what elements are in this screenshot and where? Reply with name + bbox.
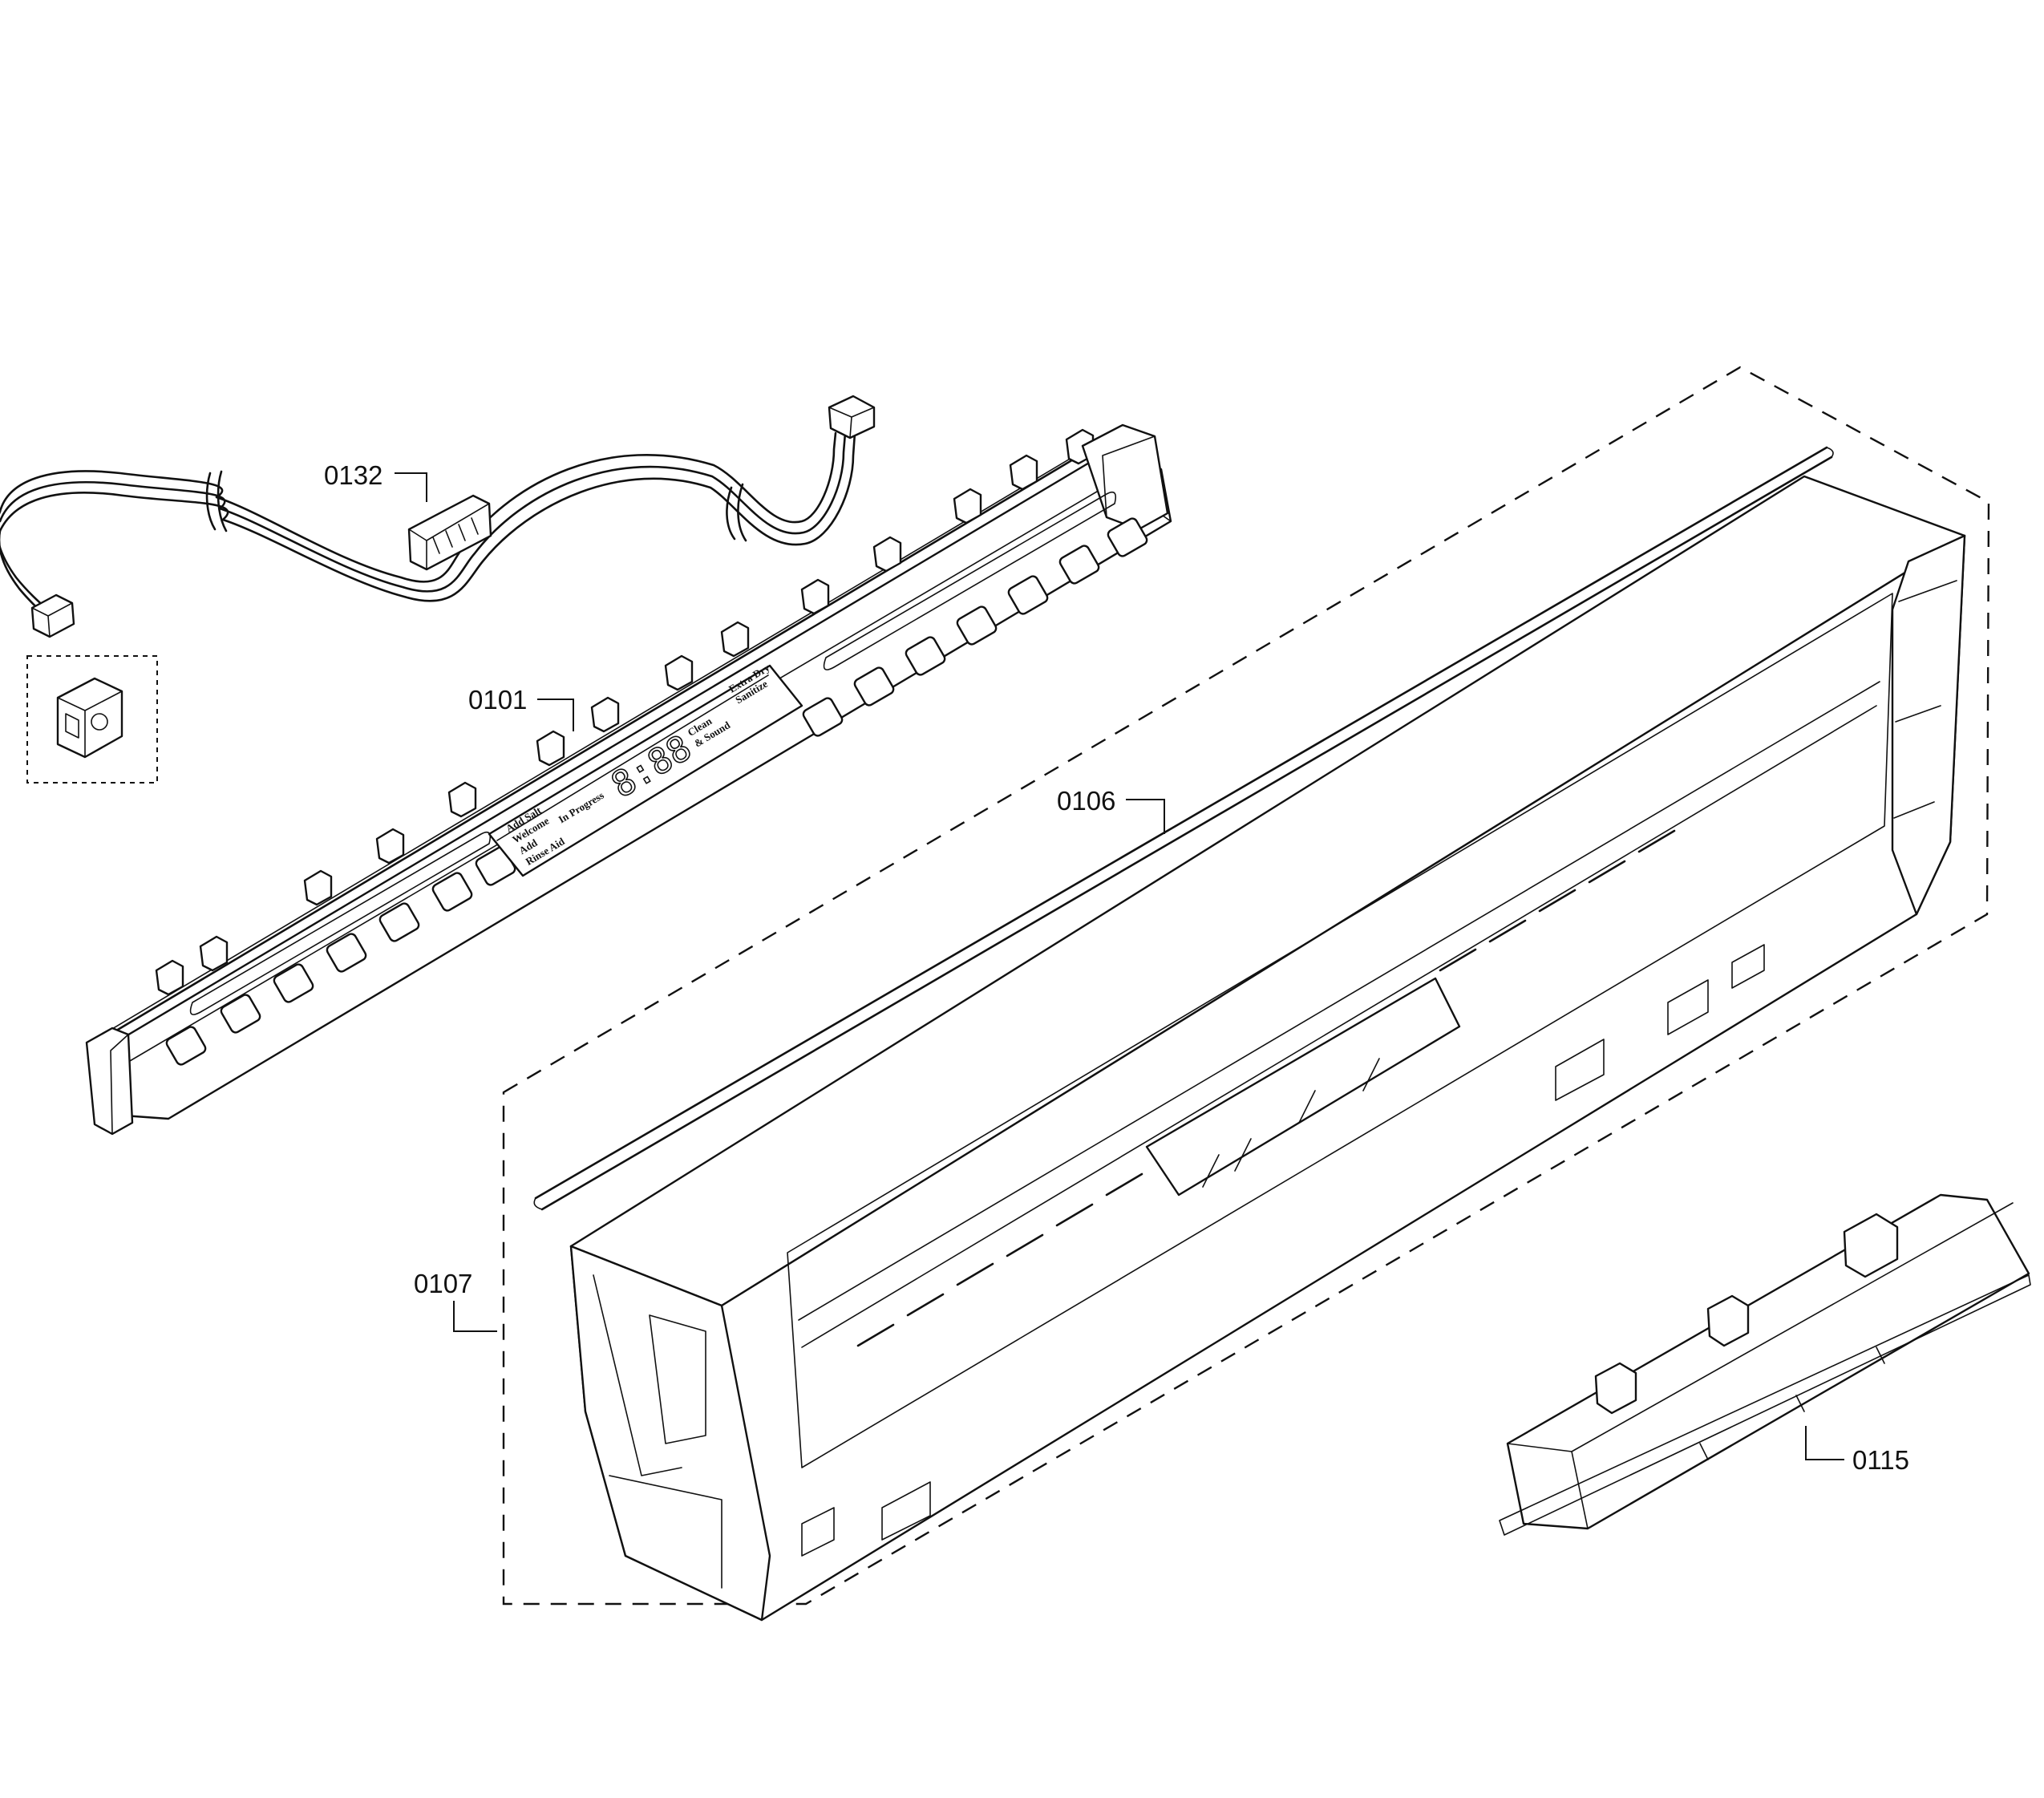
front-panel [569, 475, 1966, 1622]
callout-0101: 0101 [468, 685, 527, 715]
wire-harness [0, 395, 876, 638]
callout-0107: 0107 [414, 1269, 472, 1298]
callout-0132: 0132 [324, 460, 382, 490]
indicator-dashes [856, 829, 1676, 1347]
bracket-part [1499, 1193, 2031, 1536]
leader-0132 [395, 472, 427, 502]
button-row-right [802, 517, 1148, 737]
module-clips [155, 428, 1095, 996]
seal-strip [533, 446, 1834, 1211]
callout-0115: 0115 [1852, 1445, 1909, 1475]
leader-0101 [537, 699, 574, 731]
leader-0107 [453, 1301, 497, 1332]
leader-0106 [1126, 799, 1165, 834]
leader-lines [395, 472, 1844, 1460]
leader-0115 [1805, 1426, 1844, 1460]
callout-0106: 0106 [1057, 786, 1115, 816]
button-row-left [165, 846, 516, 1066]
control-module: Add Salt Welcome Add Rinse Aid In Progre… [85, 423, 1172, 1136]
assembly-boundary [502, 366, 1990, 1606]
inset-sensor-box [26, 655, 158, 784]
